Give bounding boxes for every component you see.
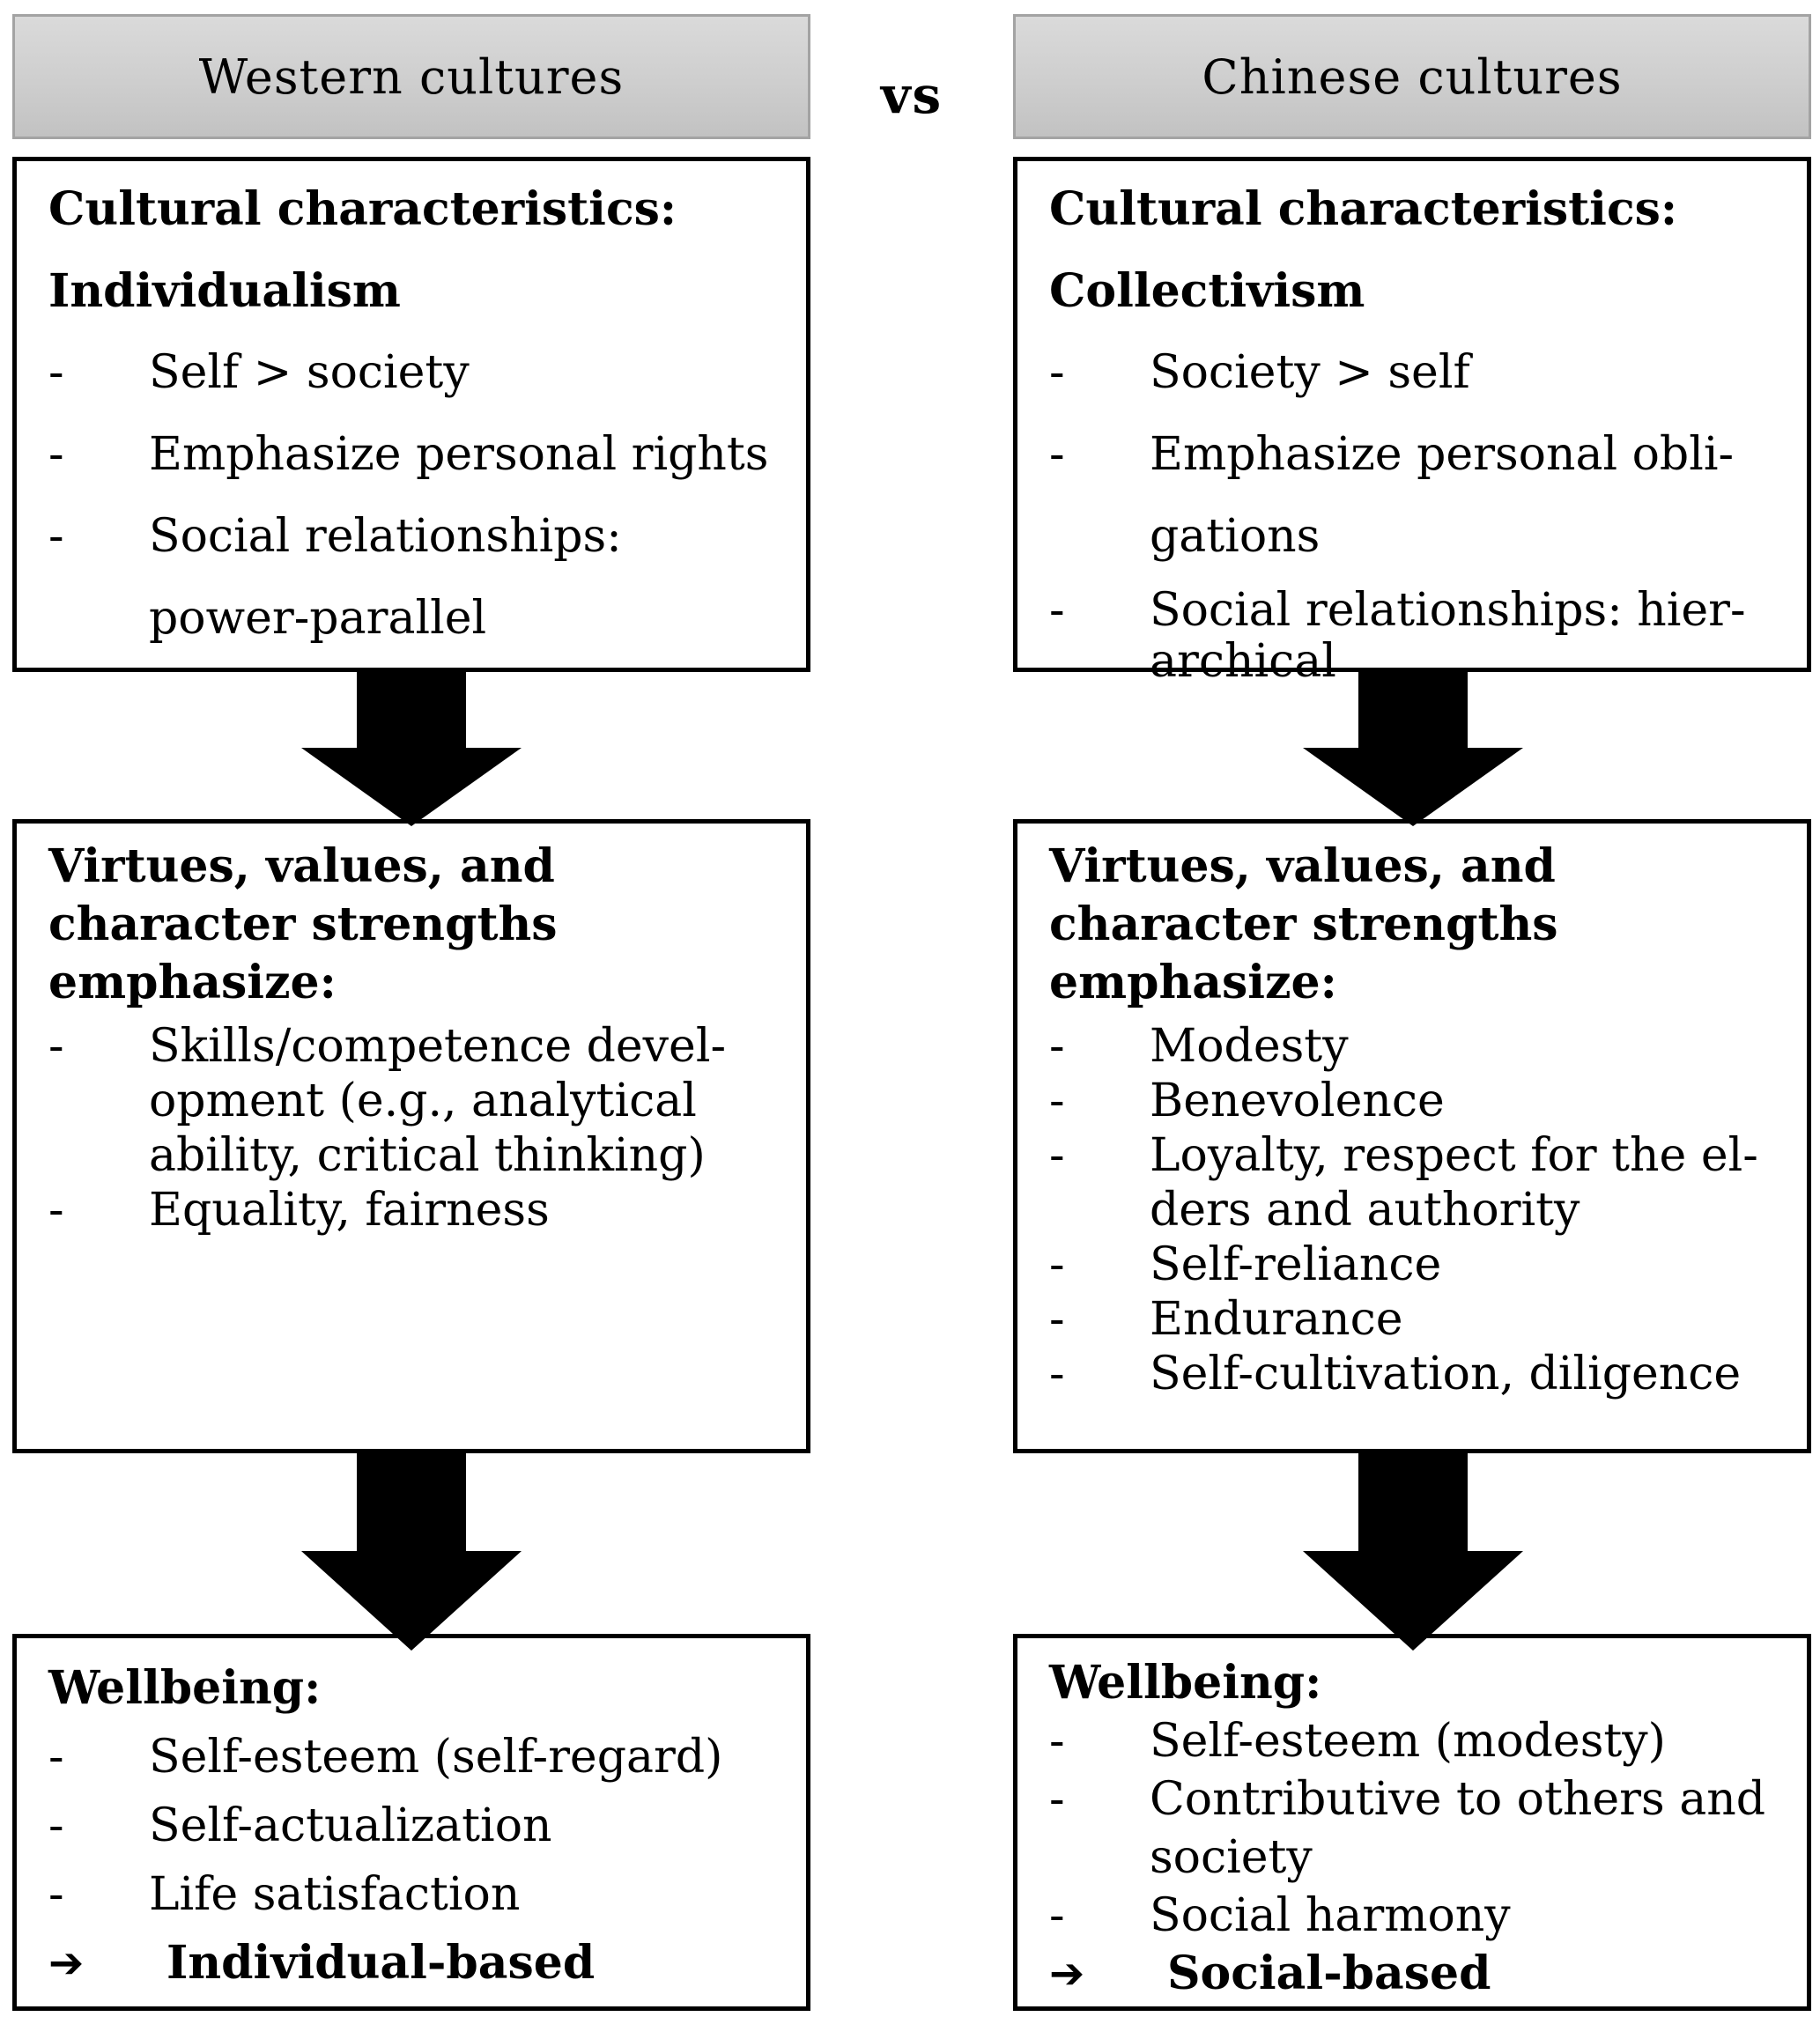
dash-bullet-marker: - [1049,1293,1065,1346]
bullet-item: - Benevolence [1049,1074,1784,1128]
bullet-list: - Self-esteem (modesty) - Contributive to o… [1049,1712,1784,2003]
bullet-text: Skills/competence devel-opment (e.g., an… [149,1020,727,1182]
bullet-list: - Society > self - Emphasize personal obli-… [1049,332,1784,687]
arrow-bullet-marker: ➔ [48,1939,85,1988]
box-heading: Cultural characteristics:Collectivism [1049,182,1678,318]
bullet-text: Life satisfaction [149,1868,521,1921]
conclusion-item: ➔ Individual-based [48,1929,783,1998]
bullet-text: Self-actualization [149,1799,552,1852]
dash-bullet-marker: - [48,428,64,481]
wellbeing-box-western: Wellbeing: - Self-esteem (self-regard) - Sel… [12,1634,810,2011]
characteristics-box-chinese: Cultural characteristics:Collectivism - So… [1013,157,1811,687]
bullet-text: Society > self [1150,346,1470,399]
arrow-bullet-marker: ➔ [1049,1949,1085,1998]
bullet-item: - Society > self [1049,332,1784,414]
bullet-text: Individual-based [166,1936,596,1990]
box-heading: Wellbeing: [1049,1656,1322,1710]
dash-bullet-marker: - [48,1799,64,1852]
bullet-text: Social relationships:power-parallel [149,510,622,645]
bullet-text: Modesty [1150,1020,1349,1073]
down-arrow-icon [301,1452,522,1651]
bullet-item: - Self-esteem (modesty) [1049,1712,1784,1770]
dash-bullet-marker: - [48,346,64,399]
bullet-text: Equality, fairness [149,1184,550,1237]
down-arrow-icon [301,669,522,826]
bullet-text: Self > society [149,346,470,399]
bullet-text: Self-cultivation, diligence [1150,1348,1742,1400]
bullet-item: - Emphasize personal obli-gations [1049,414,1784,578]
bullet-text: Self-esteem (modesty) [1150,1715,1666,1768]
bullet-item: - Social relationships: hier-archical [1049,585,1784,687]
wellbeing-box-chinese: Wellbeing:-Self-esteem (modesty)-Contrib… [1013,1634,1811,2011]
dash-bullet-marker: - [48,1020,64,1073]
dash-bullet-marker: - [1049,428,1065,481]
bullet-text: Benevolence [1150,1075,1445,1127]
bullet-item: - Endurance [1049,1292,1784,1347]
bullet-item: - Equality, fairness [48,1183,783,1237]
dash-bullet-marker: - [48,1731,64,1784]
bullet-text: Loyalty, respect for the el-ders and aut… [1150,1129,1758,1237]
bullet-text: Self-esteem (self-regard) [149,1731,723,1784]
box-heading: Wellbeing: [48,1661,322,1715]
conclusion-item: ➔ Social-based [1049,1945,1784,2003]
vs-label: vs [880,65,943,125]
bullet-item: - Social relationships:power-parallel [48,496,783,660]
bullet-item: - Self > society [48,332,783,414]
dash-bullet-marker: - [1049,1238,1065,1291]
dash-bullet-marker: - [1049,1889,1065,1942]
dash-bullet-marker: - [1049,1773,1065,1826]
bullet-item: - Social harmony [1049,1887,1784,1945]
bullet-text: Emphasize personal rights [149,428,769,481]
bullet-text: Self-reliance [1150,1238,1442,1291]
bullet-item: - Self-actualization [48,1792,783,1860]
bullet-list: - Self-esteem (self-regard) - Self-actualiz… [48,1723,783,1998]
bullet-list: - Modesty - Benevolence - Loyalty, respect fo… [1049,1019,1784,1401]
bullet-item: - Loyalty, respect for the el-ders and au… [1049,1128,1784,1237]
column-header-chinese: Chinese cultures [1013,14,1811,139]
characteristics-box-western: Cultural characteristics:Individualism - S… [12,157,810,672]
dash-bullet-marker: - [1049,1020,1065,1073]
bullet-text: Emphasize personal obli-gations [1150,428,1735,563]
dash-bullet-marker: - [1049,346,1065,399]
bullet-item: - Self-esteem (self-regard) [48,1723,783,1792]
column-header-western: Western cultures [12,14,810,139]
down-arrow-icon [1303,669,1523,826]
bullet-list: - Self > society - Emphasize personal right… [48,332,783,660]
bullet-item: - Skills/competence devel-opment (e.g., a… [48,1019,783,1183]
dash-bullet-marker: - [1049,584,1065,637]
dash-bullet-marker: - [1049,1075,1065,1127]
bullet-text: Social harmony [1150,1889,1511,1942]
dash-bullet-marker: - [48,1184,64,1237]
down-arrow-icon [1303,1452,1523,1651]
dash-bullet-marker: - [48,510,64,563]
bullet-item: - Self-cultivation, diligence [1049,1347,1784,1401]
dash-bullet-marker: - [48,1868,64,1921]
box-heading: Cultural characteristics:Individualism [48,182,677,318]
dash-bullet-marker: - [1049,1348,1065,1400]
bullet-text: Social relationships: hier-archical [1150,584,1746,688]
dash-bullet-marker: - [1049,1129,1065,1182]
dash-bullet-marker: - [1049,1715,1065,1768]
bullet-text: Endurance [1150,1293,1403,1346]
bullet-item: - Modesty [1049,1019,1784,1074]
bullet-list: - Skills/competence devel-opment (e.g., a… [48,1019,783,1237]
bullet-text: Social-based [1167,1947,1491,2000]
bullet-item: - Life satisfaction [48,1860,783,1929]
bullet-item: - Emphasize personal rights [48,414,783,496]
bullet-item: - Self-reliance [1049,1237,1784,1292]
